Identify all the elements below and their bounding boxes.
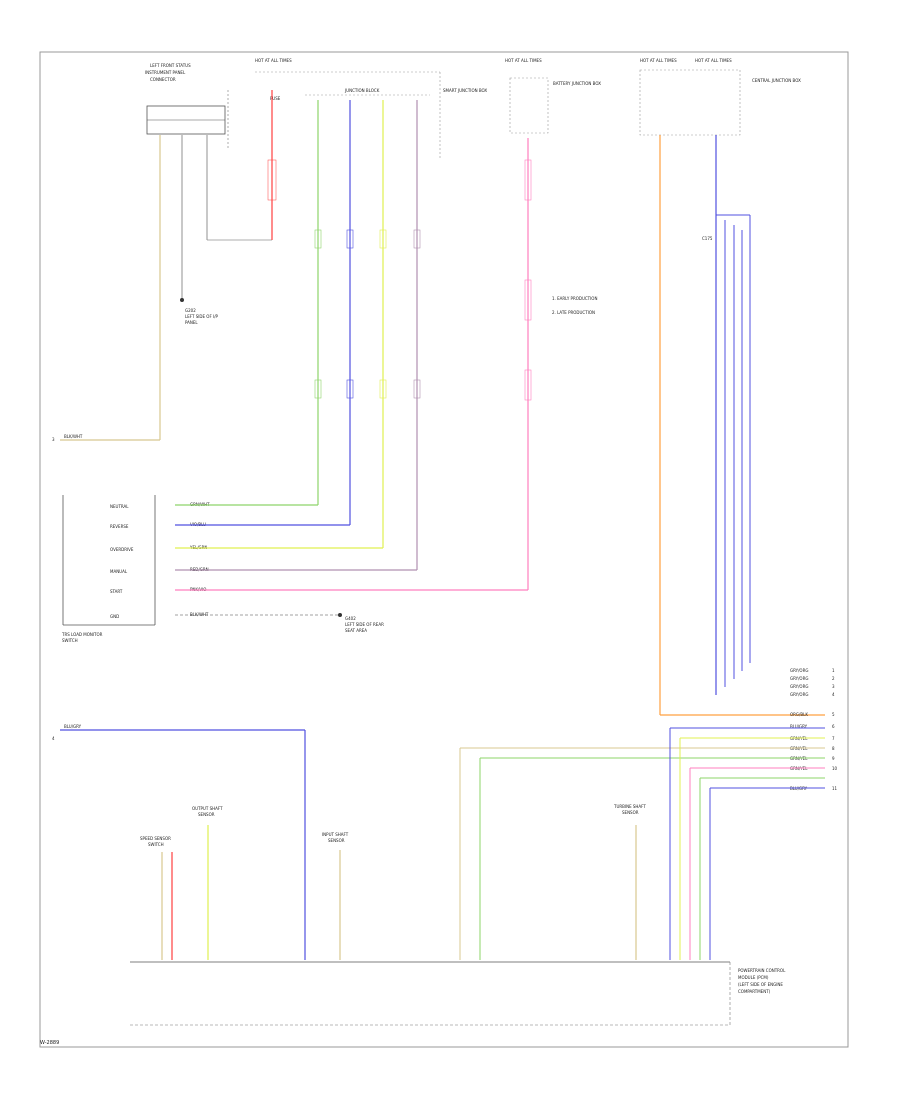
sensor2-sub: SENSOR <box>198 812 215 817</box>
central-junction-group: HOT AT ALL TIMES HOT AT ALL TIMES CENTRA… <box>639 58 825 716</box>
connector-pin-number: 3 <box>832 684 835 689</box>
connector-wire-label: GRY/ORG <box>790 668 808 673</box>
central-junction-label: CENTRAL JUNCTION BOX <box>752 78 801 83</box>
connector-wire-label: GRY/ORG <box>790 692 808 697</box>
lf-status-title: LEFT FRONT STATUS <box>150 63 191 68</box>
bottom-left-wire-label: BLU/GRY <box>64 724 82 729</box>
connector-pin-number: 5 <box>832 712 835 717</box>
ground-g402: G402 <box>345 616 356 621</box>
ground-g202-icon <box>180 298 184 302</box>
hot-label-4: HOT AT ALL TIMES <box>695 58 732 63</box>
connector-pin-number: 8 <box>832 746 835 751</box>
switch-horizontal-wires: G402 LEFT SIDE OF REAR SEAT AREA <box>175 504 528 633</box>
switch-pin-name: START <box>110 589 123 594</box>
battery-junction-group: HOT AT ALL TIMES BATTERY JUNCTION BOX 1.… <box>505 58 601 590</box>
pcm-title: POWERTRAIN CONTROL <box>738 968 786 973</box>
ground-note-3: PANEL <box>185 320 198 325</box>
lf-wires: G202 LEFT SIDE OF I/P PANEL BLK/WHT 3 <box>52 135 272 442</box>
hot-label-2: HOT AT ALL TIMES <box>505 58 542 63</box>
connector-wire-label: GRY/ORG <box>790 684 808 689</box>
switch-pin-name: GND <box>110 614 119 619</box>
sensor-turbine-shaft: TURBINE SHAFT SENSOR <box>613 804 646 960</box>
connector-pin-number: 7 <box>832 736 835 741</box>
connector-pin-number: 11 <box>832 786 838 791</box>
ground-g402-note: LEFT SIDE OF REAR <box>345 622 384 627</box>
sensor1-sub: SWITCH <box>148 842 164 847</box>
lf-status-component: LEFT FRONT STATUS INSTRUMENT PANEL CONNE… <box>145 63 229 150</box>
connector-pin-number: 1 <box>832 668 835 673</box>
connector-pin-number: 2 <box>832 676 835 681</box>
connector-pin-number: 10 <box>832 766 838 771</box>
sensor-output-shaft: OUTPUT SHAFT SENSOR <box>192 806 223 960</box>
junction-block-label: JUNCTION BLOCK <box>344 88 380 93</box>
left-wire-label: BLK/WHT <box>64 434 83 439</box>
switch-pin-name: REVERSE <box>110 524 129 529</box>
switch-pin-name: MANUAL <box>110 569 128 574</box>
switch-sub: SWITCH <box>62 638 78 643</box>
right-tag: C175 <box>702 236 713 241</box>
switch-pin-name: OVERDRIVE <box>110 547 134 552</box>
switch-feed-wires <box>314 100 421 570</box>
sensor3-sub: SENSOR <box>328 838 345 843</box>
pcm-note-1: 1. EARLY PRODUCTION <box>552 296 597 301</box>
sensor4-sub: SENSOR <box>622 810 639 815</box>
footer-code: W-2889 <box>40 1040 60 1046</box>
pcm-sub3: COMPARTMENT) <box>738 989 771 994</box>
switch-title: TRS LOAD MONITOR <box>61 632 103 637</box>
pcm-module: POWERTRAIN CONTROL MODULE (PCM) (LEFT SI… <box>130 961 786 1026</box>
pcm-sub2: (LEFT SIDE OF ENGINE <box>738 982 783 987</box>
hot-label-3: HOT AT ALL TIMES <box>640 58 677 63</box>
switch-pin-list: NEUTRALGRN/WHTREVERSEVIO/BLUOVERDRIVEYEL… <box>110 502 210 619</box>
switch-pin-wire: BLK/WHT <box>190 612 209 617</box>
battery-junction-label: BATTERY JUNCTION BOX <box>553 81 601 86</box>
connector-wire-label: ORG/BLK <box>790 712 808 717</box>
smart-junction-label: SMART JUNCTION BOX <box>443 88 487 93</box>
lf-status-sub2: CONNECTOR <box>150 77 176 82</box>
sensor-speed: SPEED SENSOR SWITCH <box>140 836 173 960</box>
fuse-group-center: HOT AT ALL TIMES FUSE JUNCTION BLOCK SMA… <box>255 58 487 240</box>
ground-g402-note2: SEAT AREA <box>345 628 367 633</box>
pcm-note-2: 2. LATE PRODUCTION <box>552 310 595 315</box>
sensor4-title: TURBINE SHAFT <box>613 804 646 809</box>
ground-g402-icon <box>338 613 342 617</box>
sensor1-title: SPEED SENSOR <box>140 836 171 841</box>
ground-note-1: G202 <box>185 308 196 313</box>
diagram-border <box>39 51 849 1048</box>
svg-text:3: 3 <box>52 437 55 442</box>
fuse-label-1: FUSE <box>270 96 281 101</box>
switch-pin-name: NEUTRAL <box>110 504 129 509</box>
connector-pin-number: 9 <box>832 756 835 761</box>
bottom-left-wire: 4 BLU/GRY <box>52 724 306 960</box>
connector-wire-label: GRY/ORG <box>790 676 808 681</box>
sensor3-title: INPUT SHAFT <box>322 832 349 837</box>
connector-pin-number: 4 <box>832 692 835 697</box>
trs-switch: TRS LOAD MONITOR SWITCH <box>61 495 156 643</box>
sensor2-title: OUTPUT SHAFT <box>192 806 223 811</box>
lf-status-sub1: INSTRUMENT PANEL <box>145 70 186 75</box>
hot-label-1: HOT AT ALL TIMES <box>255 58 292 63</box>
pcm-sub1: MODULE (PCM) <box>738 975 769 980</box>
connector-wire-label: BLU/GRY <box>790 724 808 729</box>
pcm-cross-wires <box>459 727 825 960</box>
sensor-input-shaft: INPUT SHAFT SENSOR <box>322 832 349 960</box>
connector-pin-number: 6 <box>832 724 835 729</box>
svg-text:4: 4 <box>52 736 55 741</box>
ground-note-2: LEFT SIDE OF I/P <box>185 314 219 319</box>
